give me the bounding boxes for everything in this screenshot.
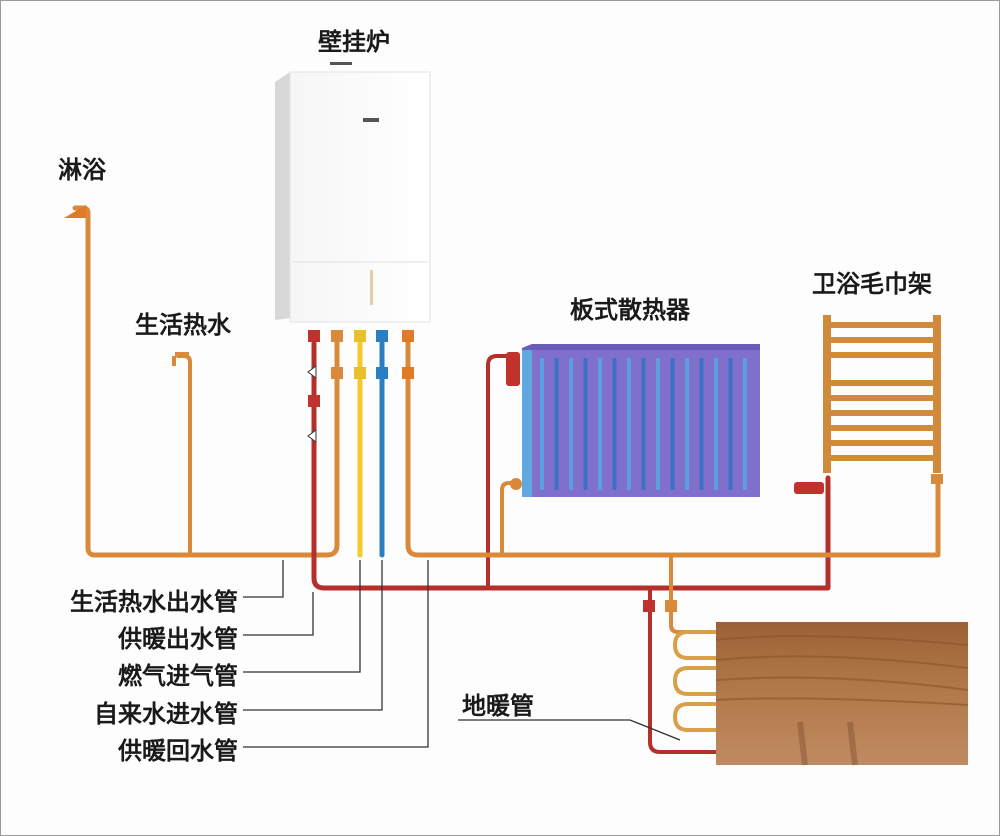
- radiator-fin: [641, 358, 646, 490]
- manifold-supply-valve-icon: [643, 600, 655, 612]
- towel-rack-rung: [831, 440, 933, 446]
- heating-return-pipe: [405, 332, 941, 558]
- radiator-fin: [685, 358, 689, 490]
- floor-heating-return-pipe: [669, 553, 720, 634]
- radiator-valve-icon: [506, 352, 520, 386]
- boiler-side: [275, 72, 290, 320]
- legend-heating-supply: 供暖出水管: [118, 625, 238, 653]
- floor-heating-label: 地暖管: [462, 692, 534, 720]
- check-valve-icon: [307, 429, 317, 443]
- wood-floor-panel: [715, 622, 969, 766]
- radiator-fin: [743, 358, 747, 490]
- valve-icon: [402, 330, 414, 342]
- valve-icon: [331, 330, 343, 342]
- manifold-return-valve-icon: [665, 600, 677, 612]
- valve-icon: [376, 367, 388, 379]
- radiator-fin: [583, 358, 588, 490]
- towel-rack-rung: [831, 395, 933, 401]
- valve-icon: [354, 330, 366, 342]
- panel-radiator: [506, 344, 760, 497]
- valve-icon: [354, 367, 366, 379]
- valve-icon: [402, 367, 414, 379]
- radiator-fin: [670, 358, 675, 490]
- towel-rack-rung: [831, 425, 933, 431]
- leader-line: [243, 560, 361, 673]
- boiler-indicator: [370, 270, 373, 305]
- radiator-fin: [699, 358, 704, 490]
- floor-heating-supply-pipe: [648, 586, 720, 754]
- radiator-fin: [540, 358, 544, 490]
- towel-rack-rung: [831, 410, 933, 416]
- legend-cold-water-inlet: 自来水进水管: [94, 700, 238, 728]
- radiator-fin: [714, 358, 718, 490]
- boiler-logo: [363, 118, 379, 122]
- radiator-fin: [569, 358, 573, 490]
- radiator-return-pipe: [500, 481, 516, 557]
- floor-heating-coil: [673, 630, 720, 732]
- valve-icon: [308, 395, 320, 407]
- leader-lines: [243, 560, 681, 748]
- hot-tap-label: 生活热水: [135, 311, 231, 339]
- shower-label: 淋浴: [58, 156, 106, 184]
- boiler-valves: [307, 330, 414, 443]
- valve-icon: [376, 330, 388, 342]
- radiator-fin: [728, 358, 733, 490]
- legend-heating-return: 供暖回水管: [118, 737, 238, 765]
- towel-rack-rung: [831, 455, 933, 461]
- leader-line: [243, 560, 284, 598]
- towel-rack-return-valve-icon: [931, 474, 943, 484]
- towel-rack: [794, 315, 943, 494]
- towel-rack-rung: [831, 380, 933, 386]
- domestic-hot-water-pipe: [72, 205, 340, 558]
- legend-gas-inlet: 燃气进气管: [118, 662, 238, 690]
- leader-line: [243, 592, 314, 636]
- radiator-fin: [612, 358, 617, 490]
- boiler-front: [289, 71, 431, 323]
- leader-line: [243, 560, 429, 748]
- shower-head-icon: [64, 205, 86, 218]
- towel-rack-rung: [831, 337, 933, 343]
- wall-boiler: [275, 62, 431, 323]
- boiler-title: 壁挂炉: [318, 28, 390, 56]
- tap-branch-pipe: [176, 354, 192, 557]
- leader-line: [243, 560, 383, 711]
- radiator-fin: [627, 358, 631, 490]
- check-valve-icon: [307, 365, 317, 379]
- valve-icon: [331, 367, 343, 379]
- radiator-fin: [656, 358, 660, 490]
- faucet-icon: [172, 352, 189, 366]
- towel-rack-rung: [831, 352, 933, 358]
- towel-rack-label: 卫浴毛巾架: [812, 270, 932, 298]
- radiator-supply-pipe: [486, 354, 514, 590]
- radiator-label: 板式散热器: [570, 296, 690, 324]
- valve-icon: [308, 330, 320, 342]
- towel-rack-valve-icon: [794, 482, 824, 494]
- boiler-top-mark: [330, 62, 352, 65]
- radiator-fin: [554, 358, 559, 490]
- radiator-return-valve-icon: [510, 478, 522, 490]
- towel-rack-rung: [831, 322, 933, 328]
- floor-heating-leader-line: [458, 719, 681, 741]
- heating-supply-pipe: [311, 332, 831, 591]
- legend-hot-water-outlet: 生活热水出水管: [70, 588, 238, 616]
- radiator-fin: [598, 358, 602, 490]
